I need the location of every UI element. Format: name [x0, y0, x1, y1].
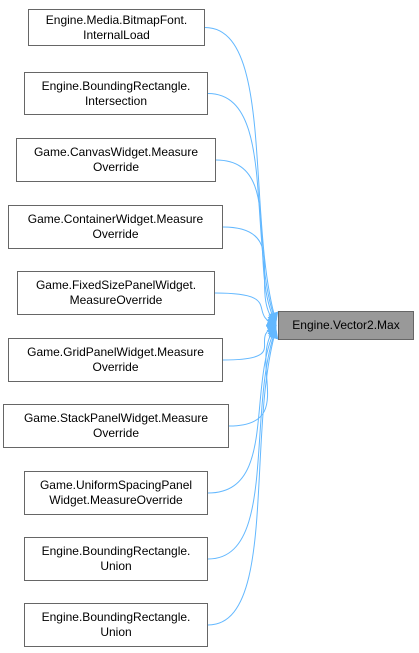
caller-node-line1: Game.FixedSizePanelWidget. — [35, 278, 197, 292]
caller-node-line2: Intersection — [84, 93, 148, 108]
caller-node-line2: Override — [92, 160, 139, 174]
caller-node-line2: Union — [100, 559, 132, 573]
call-edge — [207, 328, 279, 626]
caller-node-line2: Widget.MeasureOverride — [49, 493, 183, 507]
caller-node-line2: Override — [92, 360, 139, 374]
target-node-label: Engine.Vector2.Max — [292, 318, 400, 332]
caller-node-line2: InternalLoad — [83, 27, 150, 42]
caller-node-stackpanelwidget-measureoverride[interactable]: Game.StackPanelWidget.Measure Override — [3, 404, 229, 448]
caller-node-line1: Game.StackPanelWidget.Measure — [23, 411, 209, 425]
caller-node-line2: MeasureOverride — [69, 293, 163, 307]
call-edge — [204, 27, 279, 323]
caller-node-containerwidget-measureoverride[interactable]: Game.ContainerWidget.Measure Override — [8, 205, 223, 249]
caller-node-canvaswidget-measureoverride[interactable]: Game.CanvasWidget.Measure Override — [16, 138, 216, 182]
caller-node-line1: Engine.BoundingRectangle. — [41, 544, 191, 558]
caller-node-bitmapfont-internalload[interactable]: Engine.Media.BitmapFont. InternalLoad — [28, 9, 205, 46]
call-edge — [214, 292, 277, 327]
call-edge — [207, 93, 278, 324]
caller-node-uniformspacingpanelwidget-measureoverride[interactable]: Game.UniformSpacingPanel Widget.MeasureO… — [24, 471, 208, 515]
caller-node-line1: Game.CanvasWidget.Measure — [33, 145, 199, 159]
call-edge — [222, 226, 277, 325]
caller-node-line1: Engine.Media.BitmapFont. — [45, 12, 188, 27]
caller-node-boundingrectangle-union-1[interactable]: Engine.BoundingRectangle. Union — [24, 537, 208, 581]
caller-node-line1: Game.ContainerWidget.Measure — [27, 212, 204, 226]
caller-node-fixedsizepanelwidget-measureoverride[interactable]: Game.FixedSizePanelWidget. MeasureOverri… — [17, 271, 215, 315]
caller-node-line2: Override — [92, 426, 139, 440]
call-edge — [207, 326, 277, 494]
caller-node-line1: Engine.BoundingRectangle. — [41, 78, 191, 93]
call-edge — [228, 326, 277, 427]
target-node-vector2-max: Engine.Vector2.Max — [278, 311, 414, 340]
caller-node-line1: Game.UniformSpacingPanel — [39, 478, 193, 492]
caller-node-boundingrectangle-intersection[interactable]: Engine.BoundingRectangle. Intersection — [24, 72, 208, 115]
caller-node-gridpanelwidget-measureoverride[interactable]: Game.GridPanelWidget.Measure Override — [8, 338, 223, 382]
caller-node-boundingrectangle-union-2[interactable]: Engine.BoundingRectangle. Union — [24, 603, 208, 647]
caller-node-line1: Game.GridPanelWidget.Measure — [27, 345, 204, 359]
caller-node-line2: Union — [100, 625, 132, 639]
call-edge — [207, 327, 278, 560]
caller-node-line1: Engine.BoundingRectangle. — [41, 610, 191, 624]
call-edge — [215, 159, 277, 325]
caller-node-line2: Override — [92, 227, 139, 241]
